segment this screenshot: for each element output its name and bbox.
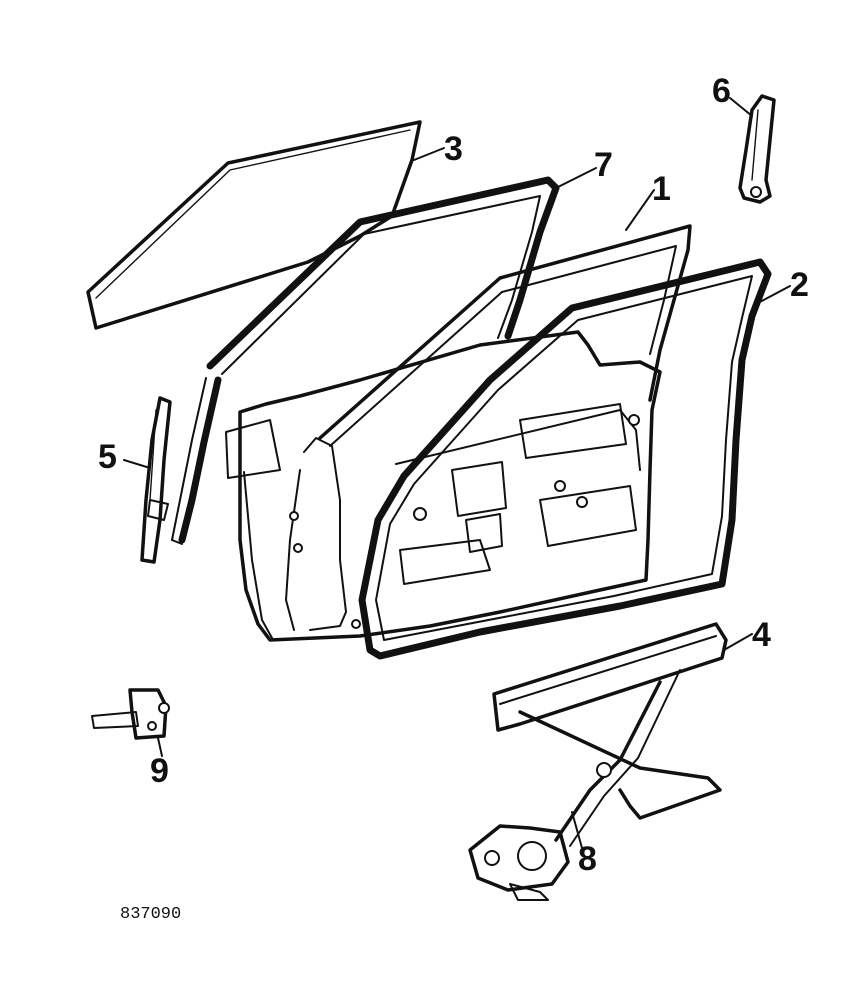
callout-2: 2 [790, 266, 809, 304]
leader-2 [755, 285, 791, 305]
callout-6: 6 [712, 72, 731, 110]
leader-6 [729, 97, 753, 117]
door-glass-part [86, 120, 422, 330]
callout-4: 4 [752, 616, 771, 654]
callout-5: 5 [98, 438, 117, 476]
glass-run-channel-part [171, 176, 560, 545]
leader-3 [413, 147, 445, 161]
leader-7 [555, 167, 597, 189]
leader-8 [571, 811, 583, 849]
door-weatherstrip-part [358, 258, 772, 660]
leader-1 [625, 189, 655, 231]
leader-5 [123, 459, 151, 469]
callout-9: 9 [150, 752, 169, 790]
callout-8: 8 [578, 840, 597, 878]
drawing-code: 837090 [120, 905, 181, 924]
leader-9 [157, 737, 163, 757]
window-regulator-part [468, 622, 728, 901]
leader-lines [123, 97, 791, 849]
door-check-part [91, 688, 170, 740]
door-panel-part [225, 224, 692, 642]
rear-channel-part [738, 94, 776, 204]
leader-4 [723, 633, 753, 651]
callout-7: 7 [594, 146, 613, 184]
callout-1: 1 [652, 170, 671, 208]
callout-3: 3 [444, 130, 463, 168]
division-bar-part [140, 396, 172, 564]
